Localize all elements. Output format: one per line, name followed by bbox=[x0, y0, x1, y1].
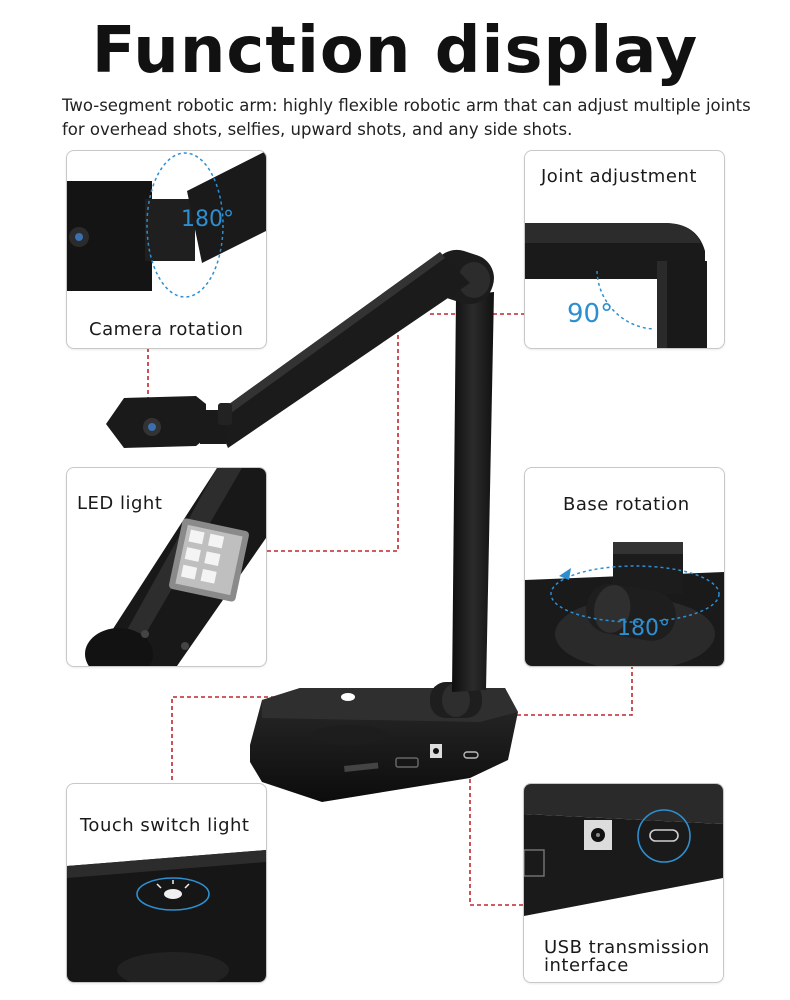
panel-joint-adjustment: Joint adjustment 90° bbox=[524, 150, 725, 349]
camera-rotation-closeup bbox=[67, 151, 266, 298]
panel-led-light: LED light bbox=[66, 467, 267, 667]
panel-camera-rotation: 180° Camera rotation bbox=[66, 150, 267, 349]
base-rotation-angle: 180° bbox=[617, 616, 670, 641]
camera-rotation-angle: 180° bbox=[181, 207, 234, 232]
camera-joint bbox=[200, 403, 232, 444]
panel-touch-switch: Touch switch light bbox=[66, 783, 267, 983]
panel-usb-interface: USB transmission interface bbox=[523, 783, 724, 983]
joint-adjustment-angle: 90° bbox=[567, 299, 614, 329]
page-subtitle: Two-segment robotic arm: highly flexible… bbox=[62, 96, 751, 139]
page-title: Function display bbox=[91, 14, 699, 88]
joint-adjustment-label: Joint adjustment bbox=[541, 166, 697, 187]
touch-switch-closeup bbox=[67, 850, 266, 982]
led-light-label: LED light bbox=[77, 493, 163, 514]
panel-base-rotation: Base rotation 180° bbox=[524, 467, 725, 667]
leader-usb bbox=[469, 758, 523, 906]
touch-switch-label: Touch switch light bbox=[80, 815, 250, 836]
usb-label-line1: USB transmission bbox=[544, 937, 710, 958]
base-joint-cylinder bbox=[586, 583, 676, 641]
upper-arm bbox=[214, 252, 470, 448]
joint-adjustment-closeup bbox=[525, 223, 707, 348]
led-panel bbox=[169, 518, 249, 602]
camera-rotation-label: Camera rotation bbox=[89, 319, 244, 340]
leader-base-rotation bbox=[470, 665, 633, 716]
camera-head bbox=[106, 396, 206, 448]
base-rotation-label: Base rotation bbox=[563, 494, 690, 515]
base-rotation-closeup bbox=[525, 542, 724, 666]
led-light-closeup bbox=[85, 468, 266, 666]
lower-arm bbox=[452, 292, 494, 692]
usb-interface-closeup bbox=[524, 784, 723, 916]
usb-label-line2: interface bbox=[544, 955, 629, 976]
leader-led-light bbox=[266, 335, 399, 552]
